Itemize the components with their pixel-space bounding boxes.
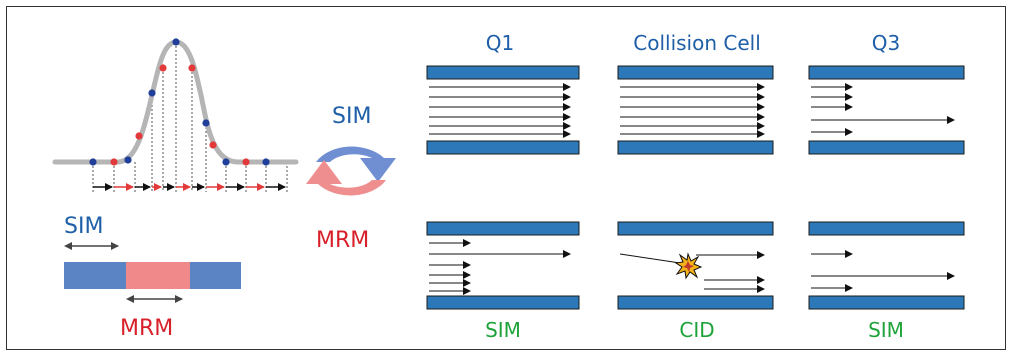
peak-dotted-lines (92, 42, 288, 192)
timing-strip: SIM MRM (64, 214, 241, 341)
quad-rod (617, 295, 774, 310)
strip-sim-segment-1 (64, 262, 126, 289)
strip-mrm-segment (126, 262, 190, 289)
ion-paths (811, 250, 955, 292)
peak-plot (52, 38, 299, 192)
sim-left-label: SIM (64, 214, 103, 239)
bottom-label-cid: CID (679, 318, 714, 342)
top-row-collision-cell (617, 65, 774, 155)
quad-rod (808, 65, 965, 80)
sim-span-arrowheads (64, 242, 72, 250)
ion-paths (619, 251, 765, 293)
cycle-group: SIM MRM (306, 104, 396, 253)
quad-rod (426, 140, 580, 155)
quad-rod (617, 65, 774, 80)
mrm-span-arrowhead-left (126, 295, 134, 303)
top-row-q3 (808, 65, 965, 155)
quad-rod (617, 140, 774, 155)
ion-paths (429, 239, 571, 295)
bottom-row-q3 (808, 221, 965, 310)
top-row-q1 (426, 65, 580, 155)
quad-rod (808, 221, 965, 236)
bottom-row-q1 (426, 221, 580, 310)
column-header-q3: Q3 (872, 31, 900, 55)
strip-sim-segment-2 (190, 262, 241, 289)
quad-rod (426, 295, 580, 310)
bottom-label-sim-q1: SIM (485, 318, 521, 342)
bottom-label-sim-q3: SIM (868, 318, 904, 342)
column-header-collision-cell: Collision Cell (633, 31, 761, 55)
mrm-bottom-left-label: MRM (120, 316, 173, 341)
ion-paths (811, 83, 955, 136)
quad-rod (426, 65, 580, 80)
cycle-blue-arc (316, 146, 396, 182)
collision-burst-icon (674, 252, 703, 280)
sim-cycle-label: SIM (332, 104, 371, 129)
cycle-arrows-icon (306, 146, 396, 196)
quad-rod (808, 295, 965, 310)
column-header-q1: Q1 (486, 31, 514, 55)
quad-rod (617, 221, 774, 236)
peak-sample-points (89, 38, 270, 166)
ion-paths (620, 83, 765, 138)
quad-rod (808, 140, 965, 155)
quad-rod (426, 221, 580, 236)
bottom-row-collision-cell (617, 221, 774, 310)
diagram-frame (6, 6, 1006, 350)
mrm-cycle-label: MRM (316, 228, 369, 253)
cycle-red-arc (306, 160, 386, 196)
ion-paths (429, 83, 571, 138)
